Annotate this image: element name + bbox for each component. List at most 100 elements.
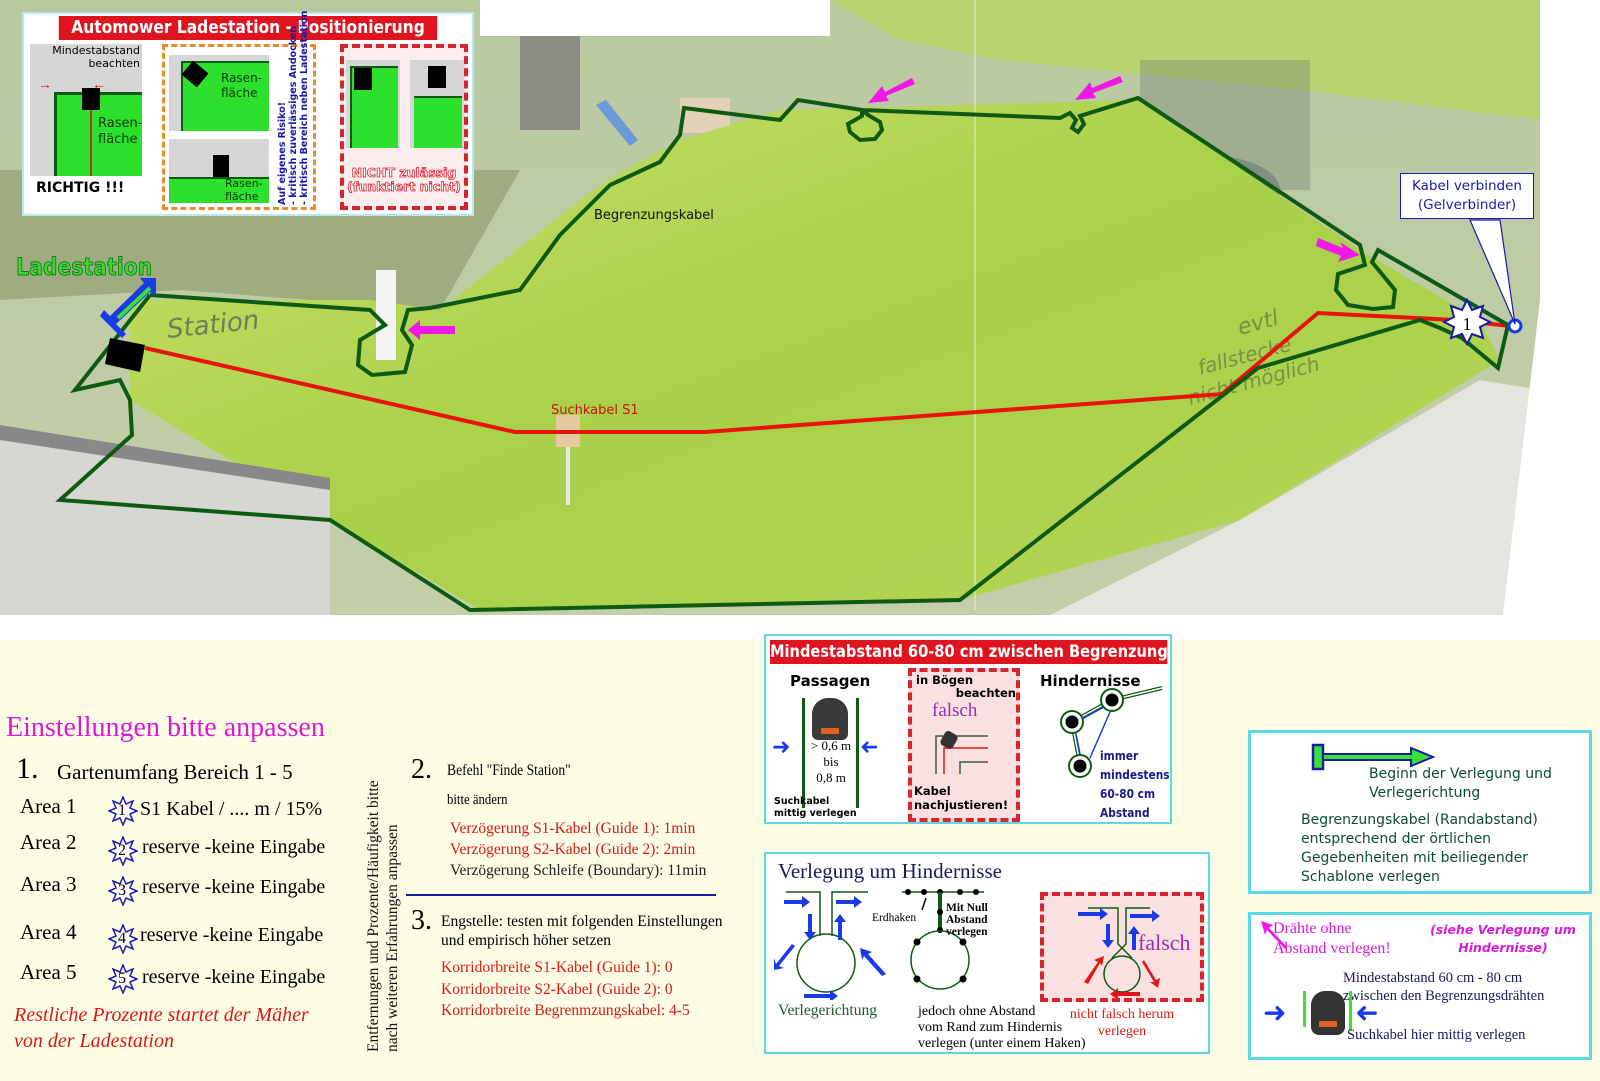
wrong-diagram: NICHT zulässig (funktiert nicht) <box>340 44 468 210</box>
area-value: reserve -keine Eingabe <box>142 876 326 898</box>
boundary-wire <box>802 698 805 808</box>
section3-title: Engstelle: testen mit folgenden Einstell… <box>441 913 723 949</box>
mower-icon <box>1311 991 1345 1035</box>
curves-wrong-label: falsch <box>932 700 978 721</box>
start-direction-arrow-icon <box>1311 743 1436 771</box>
corridor-setting: Korridorbreite Begrenmzungskabel: 4-5 <box>441 1002 690 1019</box>
station-block <box>82 88 100 110</box>
area-value: reserve -keine Eingabe <box>140 924 324 946</box>
hook-diagram-icon <box>902 889 984 990</box>
boundary-wire <box>1303 991 1306 1027</box>
star-marker-icon: 2 <box>107 835 139 867</box>
garden-map: Station evtl fallstecke nicht möglich 1 … <box>0 0 1600 640</box>
callout-line: Kabel verbinden <box>1412 178 1522 194</box>
section2-number: 2. <box>411 754 432 785</box>
area-row: Area 2 2 reserve -keine Eingabe <box>20 830 350 872</box>
neighbor-lawn <box>830 0 1540 120</box>
wrong-right <box>410 60 464 148</box>
hindernisse-heading: Hindernisse <box>1040 672 1141 690</box>
guide-wire <box>90 110 92 176</box>
lawn-label: Rasen- fläche <box>221 71 262 100</box>
corridor-setting: Korridorbreite S1-Kabel (Guide 1): 0 <box>441 959 673 976</box>
guide-cable-label: Suchkabel S1 <box>551 403 639 418</box>
red-arrow-icon: → <box>38 76 52 92</box>
passagen-heading: Passagen <box>790 672 871 690</box>
callout-pointer <box>1469 219 1516 325</box>
area-label: Area 1 <box>20 794 77 818</box>
area-value: S1 Kabel / .... m / 15% <box>140 798 323 820</box>
area-label: Area 2 <box>20 830 77 854</box>
red-arrow-icon: ← <box>92 76 106 92</box>
direction-label: Verlegerichtung <box>778 1002 877 1019</box>
lawn-area <box>169 177 269 203</box>
area-list: Area 1 1 S1 Kabel / .... m / 15% Area 2 … <box>20 794 350 1000</box>
risky-bottom: Rasen- fläche <box>169 139 269 203</box>
sandbox <box>680 98 730 133</box>
risky-top: Rasen- fläche <box>169 55 269 131</box>
wires-panel: Drähte ohne Abstand verlegen! (siehe Ver… <box>1248 912 1592 1060</box>
slide <box>596 100 638 146</box>
boundary-cable-label: Begrenzungskabel <box>594 208 714 223</box>
station-label: Ladestation <box>16 253 152 281</box>
positioning-title: Automower Ladestation - Positionierung <box>58 16 438 40</box>
blue-arrow-icon: ➜ <box>1263 997 1287 1028</box>
area-row: Area 4 4 reserve -keine Eingabe <box>20 920 350 960</box>
section2-subtitle: bitte ändern <box>447 792 508 808</box>
delay-setting: Verzögerung S1-Kabel (Guide 1): 1min <box>450 820 696 837</box>
passage-note: Suchkabel mittig verlegen <box>774 796 857 819</box>
pillar <box>376 270 396 360</box>
correct-diagram: Mindestabstand beachten Rasen- fläche → … <box>30 44 142 176</box>
start-direction-arrow-icon <box>100 278 156 338</box>
blue-arrow-icon: ➜ <box>860 734 879 759</box>
shed <box>520 35 580 130</box>
station-block <box>213 155 229 177</box>
curves-note: Kabel nachjustieren! <box>914 784 1009 812</box>
blank-right <box>1500 0 1600 640</box>
obstacle-title: Verlegung um Hindernisse <box>778 859 1002 883</box>
charging-station-icon <box>105 338 145 372</box>
star-marker-icon: 5 <box>107 963 139 995</box>
area-label: Area 3 <box>20 872 77 896</box>
routing-diagram-icon <box>774 891 886 1000</box>
area-value: reserve -keine Eingabe <box>142 836 326 858</box>
curve-wires-icon <box>935 731 988 774</box>
section2-title: Befehl "Finde Station" <box>447 762 571 779</box>
area-label: Area 5 <box>20 960 77 984</box>
boundary-wire <box>1349 991 1352 1031</box>
magenta-arrow-icon <box>408 320 455 340</box>
boundary-note: Begrenzungskabel (Randabstand) entsprech… <box>1301 812 1538 885</box>
lawn-label: Rasen- fläche <box>98 116 143 147</box>
risky-notes: Auf eigenes Risiko! - kritisch zuverläss… <box>277 10 310 205</box>
boundary-cable <box>55 95 1511 613</box>
wrong-routing-icon <box>1078 907 1160 998</box>
wrong-routing-label: falsch <box>1138 930 1191 955</box>
corridor-setting: Korridorbreite S2-Kabel (Guide 2): 0 <box>441 980 673 998</box>
star-marker-icon: 1 <box>107 795 139 827</box>
hook-label: Erdhaken <box>872 912 917 924</box>
callout-line: (Gelverbinder) <box>1417 197 1517 213</box>
risky-diagram: Rasen- fläche Rasen- fläche Auf eigenes … <box>162 10 316 210</box>
magenta-arrow-icon <box>1316 238 1360 262</box>
wrong-verdict: NICHT zulässig (funktiert nicht) <box>347 165 461 194</box>
obstacle-panel: Verlegung um Hindernisse Verlegerichtung… <box>764 852 1210 1054</box>
area-value: reserve -keine Eingabe <box>142 966 326 988</box>
star-marker-icon: 3 <box>107 875 139 907</box>
side-note: Entfernungen und Prozente/Häufigkeit bit… <box>365 780 401 1052</box>
star-marker-icon: 4 <box>107 923 139 955</box>
wrong-routing-caption: nicht falsch herum verlegen <box>1069 1007 1175 1039</box>
wrong-routing-diagram: falsch <box>1040 892 1204 1002</box>
magenta-arrow-icon <box>868 78 915 103</box>
obstacles-icon <box>1060 686 1163 778</box>
min-distance-note: Mindestabstand 60 cm - 80 cm zwischen de… <box>1343 970 1545 1004</box>
obstacles-note: immer mindestens 60-80 cm Abstand <box>1100 748 1170 820</box>
mower-icon <box>812 698 848 740</box>
passage-measure: > 0,6 m bis 0,8 m <box>810 738 852 785</box>
start-direction-label: Beginn der Verlegung und Verlegerichtung <box>1369 766 1552 801</box>
star-marker-number: 1 <box>1463 314 1472 334</box>
section1-number: 1. <box>16 752 39 785</box>
area-label: Area 4 <box>20 920 77 944</box>
sign-post <box>566 420 570 505</box>
hook-caption: jedoch ohne Abstand vom Rand zum Hindern… <box>918 1004 1086 1051</box>
zero-gap-note: Mit Null Abstand verlegen <box>946 902 988 938</box>
area-row: Area 1 1 S1 Kabel / .... m / 15% <box>20 794 350 830</box>
